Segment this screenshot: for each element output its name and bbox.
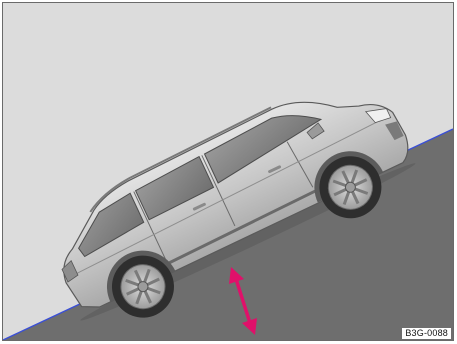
- illustration-frame: B3G-0088: [2, 2, 454, 341]
- incline-illustration: [3, 3, 453, 340]
- figure-code-label: B3G-0088: [402, 328, 451, 339]
